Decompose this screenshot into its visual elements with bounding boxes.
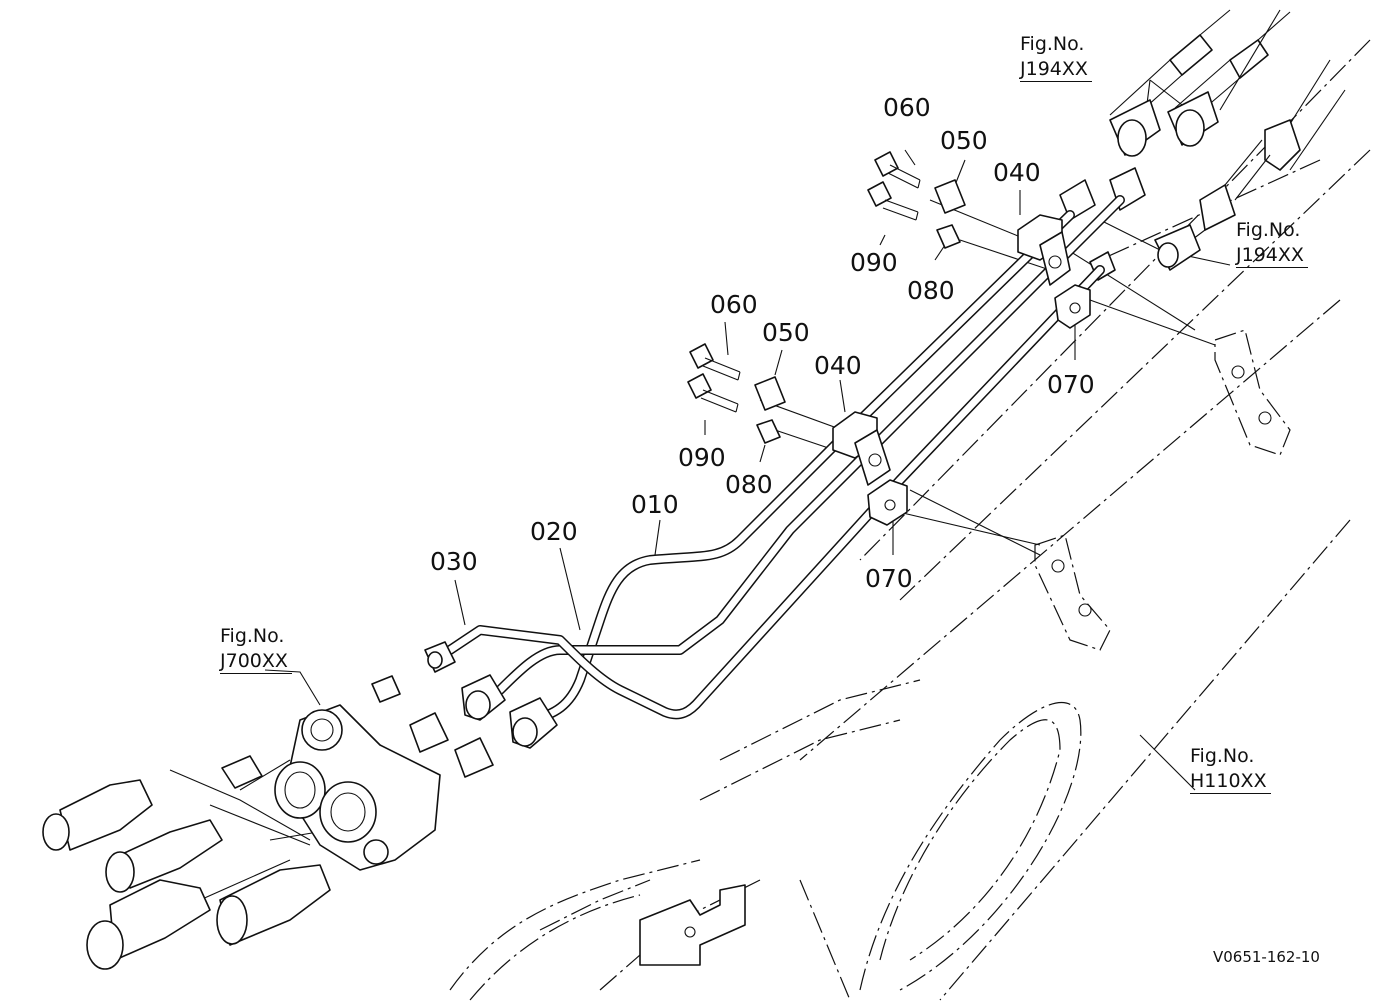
quick-couplers: [42, 779, 331, 970]
label-part-010: 010: [631, 490, 679, 519]
label-part-050-lower: 050: [762, 318, 810, 347]
frame-bracket-upper: [1214, 329, 1291, 456]
lower-clamp-040: [832, 411, 891, 486]
label-part-020: 020: [530, 517, 578, 546]
label-part-090-lower: 090: [678, 443, 726, 472]
upper-clamp-070: [1054, 284, 1091, 329]
figref-top-number: J194XX: [1020, 57, 1092, 83]
upper-hoses: [1109, 9, 1346, 271]
pipe-end-fittings: [424, 641, 558, 749]
figref-left: Fig.No. J700XX: [220, 624, 292, 675]
coupler-block: [274, 704, 441, 871]
adapters: [221, 675, 494, 789]
upper-bolts-and-collars: [867, 151, 966, 249]
lower-bolts-and-collars: [687, 343, 786, 444]
label-part-050-upper: 050: [940, 126, 988, 155]
frame-bracket-lower: [1034, 534, 1111, 651]
label-part-030: 030: [430, 547, 478, 576]
figref-top-title: Fig.No.: [1020, 33, 1085, 55]
figref-left-number: J700XX: [220, 649, 292, 675]
figref-right-title: Fig.No.: [1236, 219, 1301, 241]
label-part-040-upper: 040: [993, 158, 1041, 187]
upper-pipe-fittings: [1059, 167, 1146, 281]
figref-right: Fig.No. J194XX: [1236, 218, 1308, 269]
label-part-040-lower: 040: [814, 351, 862, 380]
mounting-plate: [639, 884, 746, 966]
label-part-070-upper: 070: [1047, 370, 1095, 399]
figref-bottom: Fig.No. H110XX: [1190, 744, 1271, 795]
label-part-080-lower: 080: [725, 470, 773, 499]
figref-right-number: J194XX: [1236, 243, 1308, 269]
upper-clamp-040: [1017, 214, 1071, 286]
label-part-090-upper: 090: [850, 248, 898, 277]
loader-frame-outline: [449, 39, 1371, 1001]
drawing-code: V0651-162-10: [1213, 948, 1320, 966]
steel-pipes: [445, 195, 1125, 725]
label-part-060-lower: 060: [710, 290, 758, 319]
figref-top: Fig.No. J194XX: [1020, 32, 1092, 83]
label-part-070-lower: 070: [865, 564, 913, 593]
figref-bottom-number: H110XX: [1190, 769, 1271, 795]
lower-clamp-070: [867, 479, 908, 526]
figref-bottom-title: Fig.No.: [1190, 745, 1255, 767]
figref-left-title: Fig.No.: [220, 625, 285, 647]
label-part-080-upper: 080: [907, 276, 955, 305]
label-part-060-upper: 060: [883, 93, 931, 122]
